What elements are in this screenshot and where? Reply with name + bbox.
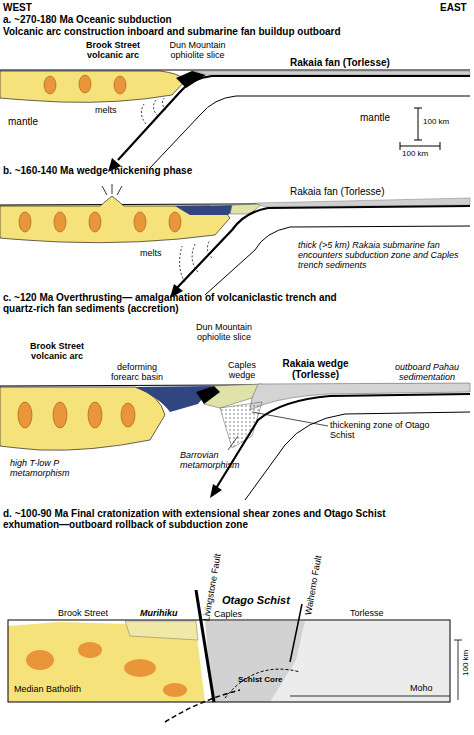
- leader-line: [228, 436, 238, 450]
- leader-line: [252, 412, 328, 426]
- unit-label: Brook Street volcanic arc: [78, 40, 148, 60]
- slab-base: [245, 412, 470, 500]
- scale-label: 100 km: [402, 150, 428, 159]
- magma-body: [121, 403, 135, 427]
- melt-paths: [180, 240, 212, 282]
- process-label: high T-low P metamorphism: [10, 458, 90, 478]
- panel-subtitle: Volcanic arc construction inboard and su…: [3, 26, 341, 37]
- panel-title: a. ~270-180 Ma Oceanic subduction: [3, 14, 172, 25]
- layer-label: mantle: [8, 116, 38, 127]
- median-batholith: [8, 622, 205, 702]
- melt-paths: [141, 98, 166, 124]
- batholith-patch: [26, 650, 54, 670]
- magma-body: [44, 76, 56, 94]
- slab-top: [175, 206, 470, 290]
- slab-base: [150, 96, 470, 168]
- unit-label: Otago Schist: [222, 594, 290, 606]
- unit-label: Dun Mountain ophiolite slice: [160, 40, 235, 60]
- note-text: thickening zone of Otago Schist: [330, 420, 440, 440]
- magma-body: [169, 212, 181, 232]
- direction-label: EAST: [440, 2, 467, 13]
- magma-body: [53, 402, 67, 428]
- unit-label: deforming forearc basin: [106, 362, 168, 382]
- trench-sediments: [230, 204, 262, 214]
- submarine-fan: [192, 71, 470, 75]
- volcanic-arc: [0, 71, 186, 102]
- batholith-patch: [124, 659, 156, 677]
- unit-label: Median Batholith: [14, 684, 81, 694]
- slab-base: [205, 226, 470, 295]
- unit-label: Brook Street: [58, 608, 108, 618]
- magma-body: [88, 402, 102, 428]
- layer-label: Moho: [410, 683, 433, 693]
- panel-title: d. ~100-90 Ma Final cratonization with e…: [3, 508, 398, 530]
- eruption-lines: [102, 184, 122, 195]
- subduction-arrow: [210, 484, 222, 498]
- process-label: Barrovian metamorphism: [180, 450, 252, 470]
- section-frame: [8, 620, 450, 702]
- forearc-basin: [135, 386, 212, 412]
- unit-label: Murihiku: [140, 608, 178, 618]
- unit-label: Torlesse: [350, 608, 384, 618]
- unit-label: Caples wedge: [222, 360, 262, 380]
- unit-label: Dun Mountain ophiolite slice: [188, 322, 260, 342]
- process-label: melts: [95, 105, 117, 115]
- unit-label: Rakaia fan (Torlesse): [290, 186, 384, 197]
- relict-slab: [165, 690, 240, 722]
- panel-title: c. ~120 Ma Overthrusting— amalgamation o…: [3, 292, 348, 314]
- murihiku-terrane: [125, 621, 198, 640]
- fault-label: Waihemo Fault: [303, 555, 323, 616]
- surface-line: [0, 70, 470, 71]
- unit-label: Schist Core: [238, 676, 282, 685]
- direction-label: WEST: [3, 2, 32, 13]
- magma-body: [54, 212, 66, 232]
- layer-label: mantle: [360, 112, 390, 123]
- note-text: thick (>5 km) Rakaia submarine fan encou…: [298, 240, 470, 270]
- batholith-patch: [163, 683, 187, 697]
- ophiolite-slice: [176, 71, 206, 88]
- unit-label: Rakaia wedge (Torlesse): [268, 358, 363, 380]
- slab-top: [215, 394, 470, 490]
- magma-body: [134, 212, 146, 232]
- panel-title: b. ~160-140 Ma wedge thickening phase: [3, 165, 192, 176]
- scale-label: 100 km: [423, 118, 449, 127]
- volcanic-arc: [0, 196, 230, 243]
- schist-core-line: [225, 669, 300, 698]
- unit-label: Caples: [214, 609, 242, 619]
- magma-body: [18, 402, 32, 428]
- scale-bar: [414, 108, 422, 140]
- scale-bar: [454, 640, 462, 700]
- magma-body: [114, 76, 126, 94]
- magma-body: [89, 212, 101, 232]
- slab-top: [118, 76, 470, 160]
- unit-label: Brook Street volcanic arc: [22, 341, 92, 361]
- note-text: outboard Pahau sedimentation: [386, 362, 468, 382]
- unit-label: Rakaia fan (Torlesse): [290, 57, 390, 68]
- magma-body: [79, 75, 91, 93]
- moho-line: [290, 696, 450, 697]
- process-label: melts: [140, 248, 162, 258]
- volcanic-arc: [0, 387, 165, 450]
- scale-label: 100 km: [462, 650, 471, 676]
- batholith-patch: [78, 642, 102, 658]
- scale-bar: [400, 142, 440, 150]
- ophiolite-slice: [196, 386, 220, 404]
- fault-trace: [290, 604, 302, 662]
- magma-body: [19, 212, 31, 232]
